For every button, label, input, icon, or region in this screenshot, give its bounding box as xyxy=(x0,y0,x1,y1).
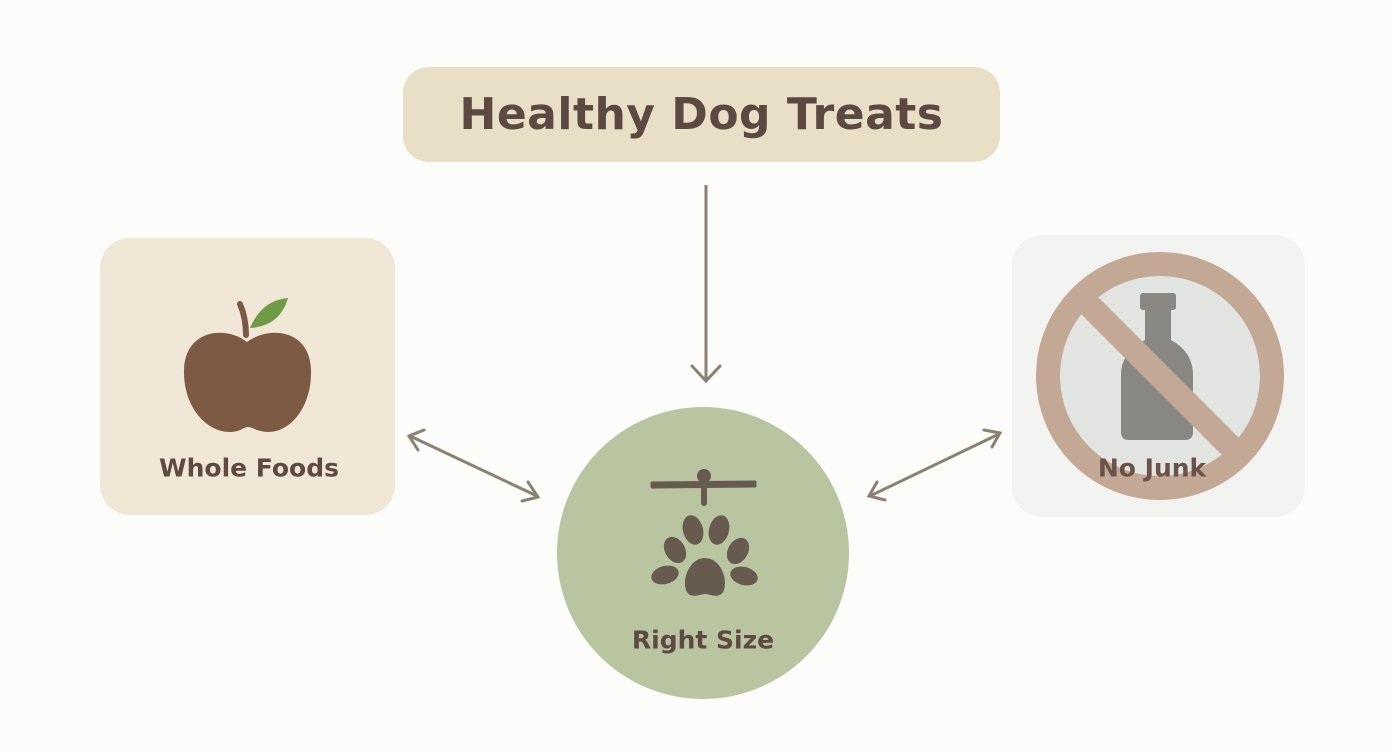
label-right-size: Right Size xyxy=(631,625,775,655)
node-right-size xyxy=(557,407,849,699)
paw-scale-icon xyxy=(650,469,758,596)
title-box: Healthy Dog Treats xyxy=(403,67,1000,162)
apple-icon xyxy=(183,298,312,432)
arrow-left-double xyxy=(406,428,541,503)
label-no-junk: No Junk xyxy=(1097,453,1207,483)
arrow-right-double xyxy=(866,428,1003,502)
diagram-title: Healthy Dog Treats xyxy=(459,89,944,140)
no-bottle-icon xyxy=(1036,252,1284,500)
label-whole-foods: Whole Foods xyxy=(159,453,339,483)
arrow-title-to-center xyxy=(690,185,722,384)
